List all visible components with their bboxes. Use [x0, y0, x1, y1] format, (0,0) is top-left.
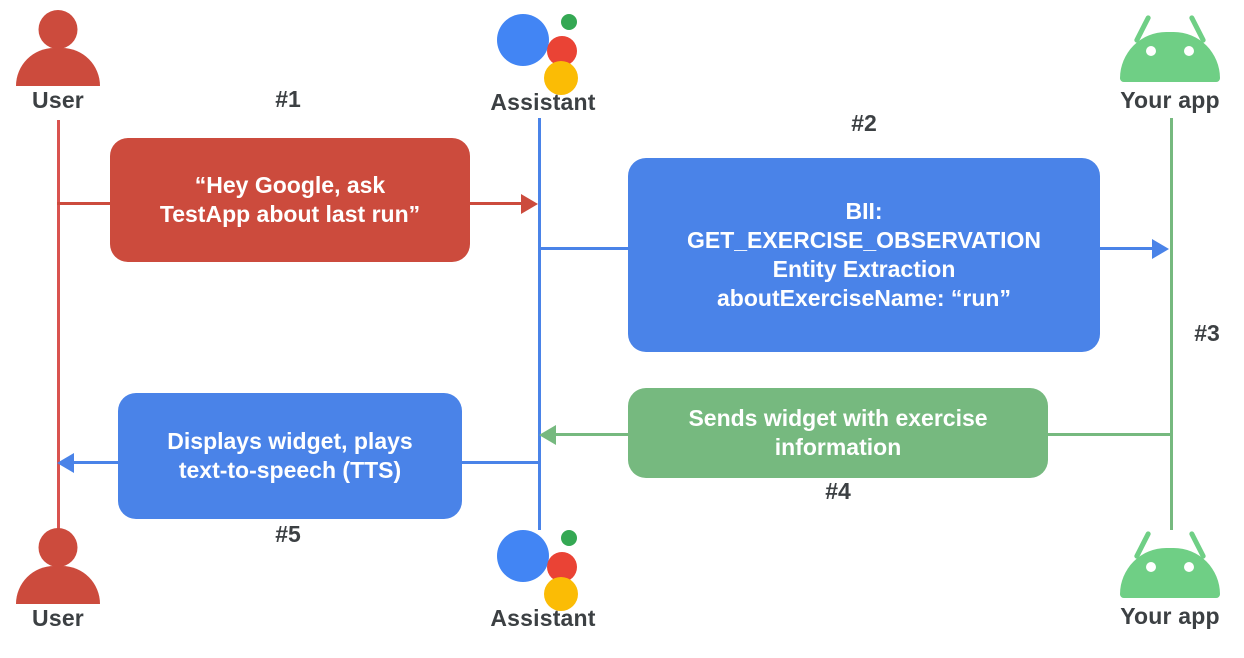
- utterance-line-2: TestApp about last run”: [159, 201, 421, 227]
- message-box-utterance: “Hey Google, ask TestApp about last run”: [110, 138, 470, 262]
- actor-assistant-bottom-label: Assistant: [490, 605, 596, 631]
- actor-user-bottom: User: [0, 528, 123, 630]
- actor-assistant-top-label: Assistant: [490, 89, 596, 115]
- actor-user-top-label: User: [32, 87, 84, 113]
- display-line-1: Displays widget, plays: [167, 428, 413, 455]
- actor-your-app-bottom: Your app: [1105, 528, 1235, 628]
- arrowhead-assistant-to-user: [57, 453, 74, 473]
- message-box-display: Displays widget, plays text-to-speech (T…: [118, 393, 462, 519]
- widget-line-2: information: [774, 434, 902, 460]
- actor-your-app-bottom-label: Your app: [1120, 603, 1220, 629]
- lifeline-assistant: [538, 118, 541, 530]
- bii-line-2: GET_EXERCISE_OBSERVATION: [686, 227, 1042, 254]
- bii-line-4: aboutExerciseName: “run”: [717, 284, 1011, 311]
- actor-your-app-top-label: Your app: [1120, 87, 1220, 113]
- step-label-3: #3: [1194, 320, 1220, 346]
- google-assistant-icon: [497, 524, 589, 611]
- actor-user-bottom-label: User: [32, 605, 84, 631]
- utterance-line-1: “Hey Google, ask: [194, 172, 386, 199]
- actor-assistant-top: Assistant: [478, 8, 608, 114]
- arrowhead-assistant-to-app: [1152, 239, 1169, 259]
- android-robot-icon: [1116, 528, 1224, 602]
- display-line-2: text-to-speech (TTS): [178, 457, 402, 483]
- lifeline-your-app: [1170, 118, 1173, 530]
- google-assistant-icon: [497, 8, 589, 95]
- bii-line-3: Entity Extraction: [772, 256, 956, 282]
- step-label-5: #5: [275, 521, 301, 547]
- actor-your-app-top: Your app: [1105, 12, 1235, 112]
- actor-user-top: User: [0, 10, 123, 112]
- bii-line-1: BII:: [845, 198, 883, 225]
- message-box-widget: Sends widget with exercise information: [628, 388, 1048, 478]
- person-icon: [15, 528, 101, 604]
- arrowhead-app-to-assistant: [539, 425, 556, 445]
- step-label-2: #2: [851, 110, 877, 136]
- step-label-4: #4: [825, 478, 851, 504]
- actor-assistant-bottom: Assistant: [478, 524, 608, 630]
- person-icon: [15, 10, 101, 86]
- message-box-bii: BII: GET_EXERCISE_OBSERVATION Entity Ext…: [628, 158, 1100, 352]
- android-robot-icon: [1116, 12, 1224, 86]
- arrowhead-user-to-assistant: [521, 194, 538, 214]
- lifeline-user: [57, 120, 60, 532]
- widget-line-1: Sends widget with exercise: [688, 405, 988, 432]
- step-label-1: #1: [275, 86, 301, 112]
